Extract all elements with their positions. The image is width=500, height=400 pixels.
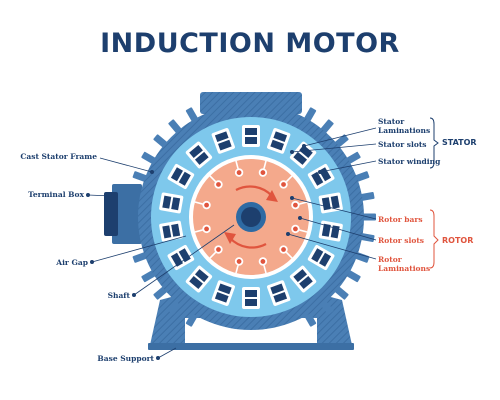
label-cast-stator-frame: Cast Stator Frame — [20, 152, 97, 161]
rotor-slot — [234, 160, 244, 177]
leader-lines — [86, 127, 377, 360]
stator-slot — [242, 125, 260, 147]
stator-slot — [318, 220, 343, 242]
stator-slot — [211, 128, 235, 154]
stator-bracket — [429, 117, 439, 169]
stator-slot — [267, 128, 291, 154]
arrow-head — [224, 232, 236, 244]
rotor-slot — [279, 245, 293, 259]
stator-slot — [159, 192, 184, 214]
rotor-slots — [194, 160, 308, 274]
stator-slot — [167, 163, 195, 190]
rotor-slot — [258, 257, 268, 274]
stator-slot — [289, 265, 317, 293]
rotor-slot — [209, 175, 223, 189]
stator-slot — [289, 141, 317, 169]
label-rotor-slots: Rotor slots — [378, 236, 425, 245]
rotor-slot — [279, 175, 293, 189]
rotor-slot — [194, 224, 211, 234]
label-base-support: Base Support — [97, 354, 154, 363]
stator-slots — [159, 125, 343, 309]
label-terminal-box: Terminal Box — [28, 190, 84, 199]
label-stator-laminations-1: Stator — [378, 117, 405, 126]
label-stator-laminations-2: Laminations — [378, 126, 431, 135]
rotor-slot — [194, 200, 211, 210]
label-stator-winding: Stator winding — [378, 157, 441, 166]
rotor-slot — [291, 224, 308, 234]
stator-slot — [159, 220, 184, 242]
label-rotor-laminations-1: Rotor — [378, 255, 402, 264]
stator-slot — [185, 141, 213, 169]
rotor-slot — [234, 257, 244, 274]
arrow-head — [266, 190, 278, 202]
curved-arrow-icon — [229, 185, 273, 249]
stator-slot — [242, 287, 260, 309]
label-shaft: Shaft — [107, 291, 130, 300]
rotor-slot — [291, 200, 308, 210]
stator-slot — [307, 244, 335, 271]
rotor-slot — [209, 245, 223, 259]
rotor-bracket — [429, 209, 439, 269]
shaft-core — [241, 207, 261, 227]
rotor-slot — [258, 160, 268, 177]
stator-slot — [211, 280, 235, 306]
diagram-title: INDUCTION MOTOR — [100, 28, 400, 59]
label-air-gap: Air Gap — [56, 258, 88, 267]
stator-slot — [185, 265, 213, 293]
stator-slot — [318, 192, 343, 214]
label-rotor-bars: Rotor bars — [378, 215, 423, 224]
terminal-box — [104, 184, 142, 244]
group-rotor: ROTOR — [442, 236, 474, 245]
group-stator: STATOR — [442, 138, 477, 147]
label-stator-slots: Stator slots — [378, 140, 427, 149]
stator-slot — [267, 280, 291, 306]
label-rotor-laminations-2: Laminations — [378, 264, 431, 273]
